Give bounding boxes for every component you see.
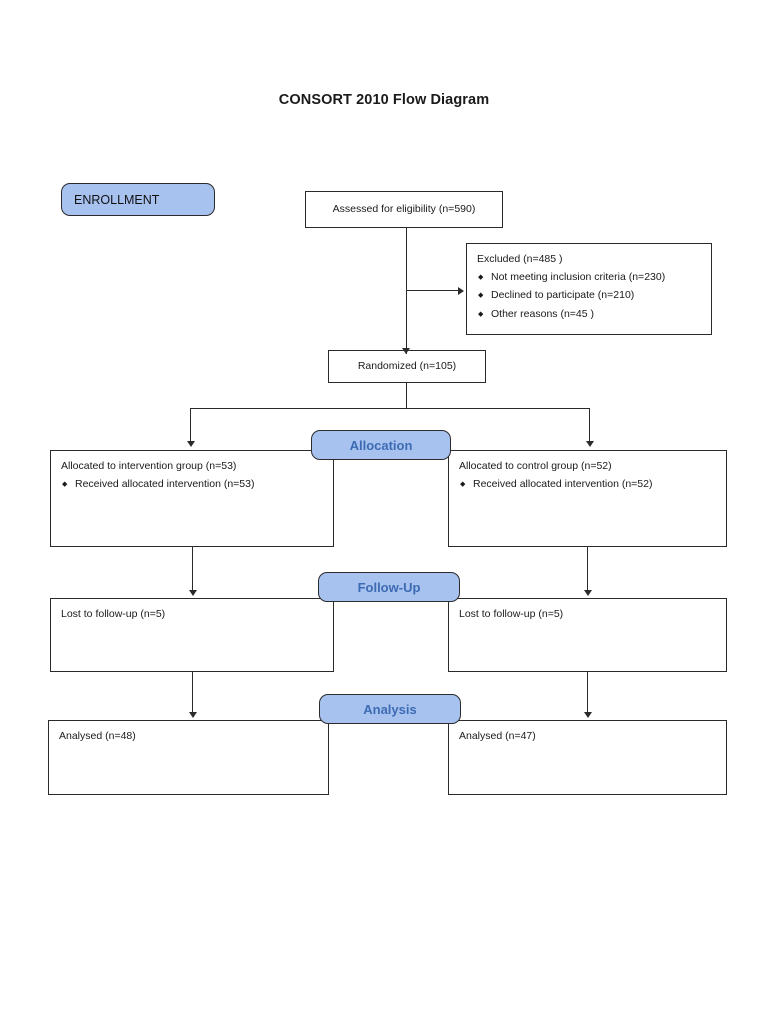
arrowhead-to-left-allocation-icon bbox=[186, 441, 195, 447]
node-randomized: Randomized (n=105) bbox=[328, 350, 486, 383]
connector-randomized-stem bbox=[406, 383, 408, 409]
page-title: CONSORT 2010 Flow Diagram bbox=[278, 92, 490, 108]
node-allocation-intervention-heading: Allocated to intervention group (n=53) bbox=[61, 460, 237, 472]
node-followup-intervention-text: Lost to follow-up (n=5) bbox=[61, 608, 166, 620]
node-allocation-control-bullet: Received allocated intervention (n=52) bbox=[459, 477, 716, 492]
node-assessed-for-eligibility-text: Assessed for eligibility (n=590) bbox=[332, 202, 476, 215]
node-excluded-reason: Other reasons (n=45 ) bbox=[477, 307, 701, 322]
connector-right-allocation-to-followup bbox=[587, 547, 589, 592]
node-allocation-intervention: Allocated to intervention group (n=53) R… bbox=[50, 450, 334, 547]
connector-trunk-to-excluded bbox=[406, 290, 460, 292]
node-excluded-reason: Declined to participate (n=210) bbox=[477, 288, 701, 303]
stage-banner-analysis-label: Analysis bbox=[363, 701, 417, 717]
node-excluded-reason: Not meeting inclusion criteria (n=230) bbox=[477, 270, 701, 285]
stage-banner-allocation-label: Allocation bbox=[349, 437, 413, 453]
connector-right-followup-to-analysis bbox=[587, 672, 589, 714]
node-followup-intervention: Lost to follow-up (n=5) bbox=[50, 598, 334, 672]
arrowhead-to-excluded-icon bbox=[458, 286, 464, 295]
arrowhead-to-left-followup-icon bbox=[188, 590, 197, 596]
node-analysis-intervention: Analysed (n=48) bbox=[48, 720, 329, 795]
stage-banner-followup-label: Follow-Up bbox=[357, 579, 421, 595]
node-allocation-intervention-bullet: Received allocated intervention (n=53) bbox=[61, 477, 323, 492]
connector-randomized-to-right-allocation bbox=[589, 408, 591, 444]
node-allocation-control: Allocated to control group (n=52) Receiv… bbox=[448, 450, 727, 547]
node-assessed-for-eligibility: Assessed for eligibility (n=590) bbox=[305, 191, 503, 228]
node-excluded: Excluded (n=485 ) Not meeting inclusion … bbox=[466, 243, 712, 335]
node-excluded-reason-list: Not meeting inclusion criteria (n=230) D… bbox=[477, 270, 701, 322]
node-analysis-control-text: Analysed (n=47) bbox=[459, 730, 536, 742]
arrowhead-to-right-allocation-icon bbox=[585, 441, 594, 447]
arrowhead-to-right-analysis-icon bbox=[583, 712, 592, 718]
stage-banner-followup: Follow-Up bbox=[318, 572, 460, 602]
arrowhead-to-right-followup-icon bbox=[583, 590, 592, 596]
node-randomized-text: Randomized (n=105) bbox=[357, 359, 457, 372]
arrowhead-to-left-analysis-icon bbox=[188, 712, 197, 718]
node-followup-control-text: Lost to follow-up (n=5) bbox=[459, 608, 564, 620]
node-allocation-control-bullet-list: Received allocated intervention (n=52) bbox=[459, 477, 716, 492]
connector-left-allocation-to-followup bbox=[192, 547, 194, 592]
stage-banner-analysis: Analysis bbox=[319, 694, 461, 724]
stage-banner-allocation: Allocation bbox=[311, 430, 451, 460]
arrowhead-to-randomized-icon bbox=[402, 348, 410, 354]
connector-left-followup-to-analysis bbox=[192, 672, 194, 714]
stage-banner-enrollment: ENROLLMENT bbox=[61, 183, 215, 216]
node-allocation-intervention-bullet-list: Received allocated intervention (n=53) bbox=[61, 477, 323, 492]
connector-randomized-split-bar bbox=[190, 408, 590, 410]
node-excluded-heading: Excluded (n=485 ) bbox=[477, 253, 563, 265]
node-analysis-intervention-text: Analysed (n=48) bbox=[59, 730, 136, 742]
node-analysis-control: Analysed (n=47) bbox=[448, 720, 727, 795]
node-allocation-control-heading: Allocated to control group (n=52) bbox=[459, 460, 612, 472]
connector-randomized-to-left-allocation bbox=[190, 408, 192, 444]
stage-banner-enrollment-label: ENROLLMENT bbox=[74, 192, 160, 207]
node-followup-control: Lost to follow-up (n=5) bbox=[448, 598, 727, 672]
